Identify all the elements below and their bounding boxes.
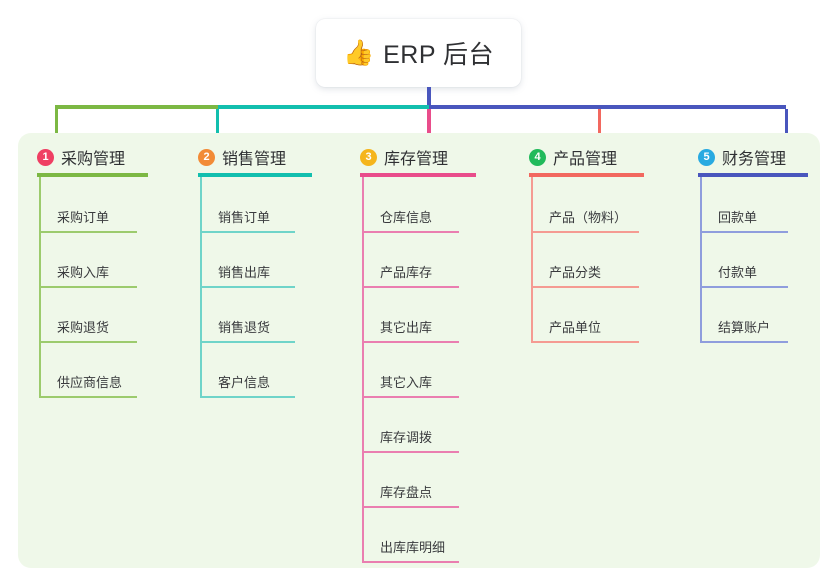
branch-rule-inventory: [360, 173, 476, 177]
branch-rule-finance: [698, 173, 808, 177]
leaf-item-rule: [362, 341, 459, 343]
leaf-item-rule: [39, 396, 137, 398]
leaf-item-label: 产品单位: [549, 320, 602, 335]
leaf-item-label: 销售订单: [218, 210, 271, 225]
leaf-item[interactable]: 采购订单: [39, 193, 137, 233]
branch-spine-finance: [700, 177, 702, 343]
leaf-item-label: 采购退货: [57, 320, 110, 335]
leaf-item-label: 其它入库: [380, 375, 433, 390]
drop-to-purchase: [55, 109, 58, 149]
leaf-item-label: 采购入库: [57, 265, 110, 280]
leaf-item-rule: [200, 231, 295, 233]
leaf-item[interactable]: 产品库存: [362, 248, 459, 288]
root-connector-upper: [427, 87, 431, 107]
leaf-item[interactable]: 产品（物料）: [531, 193, 639, 233]
leaf-item-rule: [362, 561, 459, 563]
branch-title-product: 产品管理: [553, 151, 618, 168]
leaf-item-label: 出库库明细: [380, 540, 446, 555]
leaf-item[interactable]: 结算账户: [700, 303, 788, 343]
leaf-item-rule: [362, 506, 459, 508]
leaf-item-label: 库存调拨: [380, 430, 433, 445]
branch-number-badge-sales: 2: [198, 148, 215, 166]
segment-green: [55, 105, 218, 109]
leaf-item-label: 产品分类: [549, 265, 602, 280]
drop-to-finance: [785, 109, 788, 149]
leaf-item[interactable]: 其它出库: [362, 303, 459, 343]
leaf-item[interactable]: 供应商信息: [39, 358, 137, 398]
leaf-item[interactable]: 仓库信息: [362, 193, 459, 233]
leaf-item-label: 产品（物料）: [549, 210, 628, 225]
leaf-item-rule: [200, 286, 295, 288]
branch-number-badge-finance: 5: [698, 148, 715, 166]
leaf-item-rule: [531, 286, 639, 288]
leaf-item[interactable]: 销售订单: [200, 193, 295, 233]
leaf-item-rule: [700, 286, 788, 288]
branch-header-sales[interactable]: 2 销售管理: [198, 145, 286, 169]
leaf-item-rule: [700, 341, 788, 343]
leaf-item[interactable]: 出库库明细: [362, 523, 459, 563]
leaf-item-rule: [200, 341, 295, 343]
branch-header-inventory[interactable]: 3 库存管理: [360, 145, 448, 169]
leaf-item[interactable]: 产品单位: [531, 303, 639, 343]
leaf-item[interactable]: 付款单: [700, 248, 788, 288]
leaf-item-label: 销售出库: [218, 265, 271, 280]
leaf-item[interactable]: 采购入库: [39, 248, 137, 288]
leaf-item-rule: [39, 286, 137, 288]
drop-to-inventory: [428, 109, 431, 149]
branch-rule-sales: [198, 173, 312, 177]
leaf-item-label: 其它出库: [380, 320, 433, 335]
branch-header-finance[interactable]: 5 财务管理: [698, 145, 786, 169]
leaf-item[interactable]: 产品分类: [531, 248, 639, 288]
drop-to-sales: [216, 109, 219, 149]
leaf-item-rule: [362, 286, 459, 288]
leaf-item[interactable]: 客户信息: [200, 358, 295, 398]
leaf-item-label: 付款单: [718, 265, 758, 280]
branch-title-sales: 销售管理: [222, 151, 287, 168]
root-node[interactable]: 👍 ERP 后台: [316, 19, 521, 87]
segment-blue: [429, 105, 786, 109]
leaf-item-rule: [39, 341, 137, 343]
branch-title-inventory: 库存管理: [384, 151, 449, 168]
leaf-item[interactable]: 回款单: [700, 193, 788, 233]
leaf-item-rule: [362, 396, 459, 398]
branch-rule-product: [529, 173, 644, 177]
root-node-label: ERP 后台: [383, 41, 495, 69]
leaf-item-label: 库存盘点: [380, 485, 433, 500]
leaf-item[interactable]: 销售退货: [200, 303, 295, 343]
leaf-item-rule: [531, 341, 639, 343]
leaf-item[interactable]: 其它入库: [362, 358, 459, 398]
leaf-item-rule: [362, 231, 459, 233]
leaf-item-label: 产品库存: [380, 265, 433, 280]
leaf-item-rule: [200, 396, 295, 398]
leaf-item-rule: [531, 231, 639, 233]
leaf-item-rule: [39, 231, 137, 233]
leaf-item-label: 销售退货: [218, 320, 271, 335]
branches-panel: 1 采购管理采购订单采购入库采购退货供应商信息 2 销售管理销售订单销售出库销售退货客…: [18, 133, 820, 568]
leaf-item[interactable]: 采购退货: [39, 303, 137, 343]
branch-number-badge-inventory: 3: [360, 148, 377, 166]
leaf-item-label: 客户信息: [218, 375, 271, 390]
leaf-item[interactable]: 库存调拨: [362, 413, 459, 453]
segment-teal: [218, 105, 429, 109]
branch-spine-inventory: [362, 177, 364, 563]
branch-number-badge-purchase: 1: [37, 148, 54, 166]
leaf-item-rule: [362, 451, 459, 453]
branch-rule-purchase: [37, 173, 148, 177]
leaf-item[interactable]: 库存盘点: [362, 468, 459, 508]
leaf-item-label: 供应商信息: [57, 375, 123, 390]
branch-title-purchase: 采购管理: [61, 151, 126, 168]
branch-number-badge-product: 4: [529, 148, 546, 166]
branch-title-finance: 财务管理: [722, 151, 787, 168]
branch-header-product[interactable]: 4 产品管理: [529, 145, 617, 169]
thumbs-up-icon: 👍: [342, 38, 375, 67]
leaf-item-label: 结算账户: [718, 320, 771, 335]
drop-to-product: [598, 109, 601, 149]
leaf-item-label: 回款单: [718, 210, 758, 225]
leaf-item-rule: [700, 231, 788, 233]
leaf-item-label: 仓库信息: [380, 210, 433, 225]
leaf-item[interactable]: 销售出库: [200, 248, 295, 288]
leaf-item-label: 采购订单: [57, 210, 110, 225]
branch-header-purchase[interactable]: 1 采购管理: [37, 145, 125, 169]
branch-spine-product: [531, 177, 533, 343]
